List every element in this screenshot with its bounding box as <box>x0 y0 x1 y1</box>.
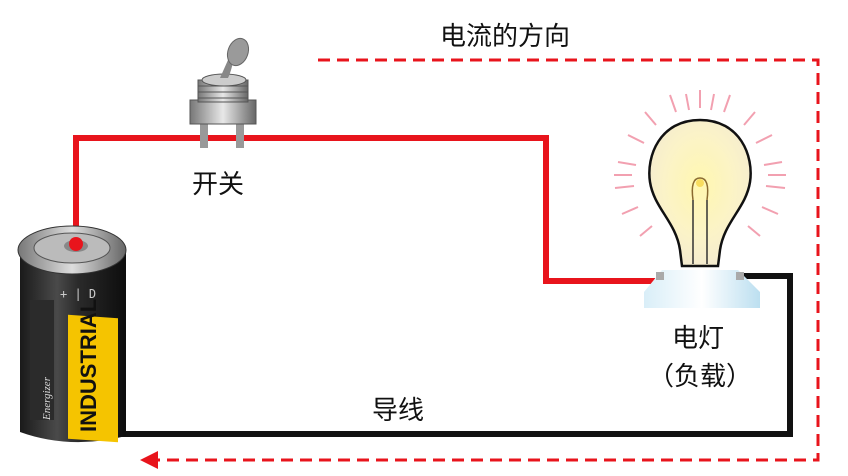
negative-wire <box>120 273 793 437</box>
battery-maker-text: Energizer <box>41 376 53 421</box>
battery: + | D INDUSTRIAL Energizer <box>17 225 127 443</box>
positive-terminal <box>69 237 83 251</box>
battery-polarity-text: + | D <box>60 287 96 301</box>
toggle-switch[interactable] <box>189 35 257 148</box>
positive-wire <box>73 135 655 284</box>
current-direction-arrow <box>140 58 820 469</box>
battery-brand-text: INDUSTRIAL <box>76 299 101 432</box>
wire-label: 导线 <box>372 396 425 426</box>
bulb-glow-rays <box>614 90 786 237</box>
lamp-load-label: （负载） <box>648 362 753 392</box>
switch-label: 开关 <box>192 170 245 200</box>
light-bulb[interactable] <box>644 118 760 308</box>
current-direction-label: 电流的方向 <box>440 22 571 52</box>
lamp-label: 电灯 <box>672 324 725 354</box>
